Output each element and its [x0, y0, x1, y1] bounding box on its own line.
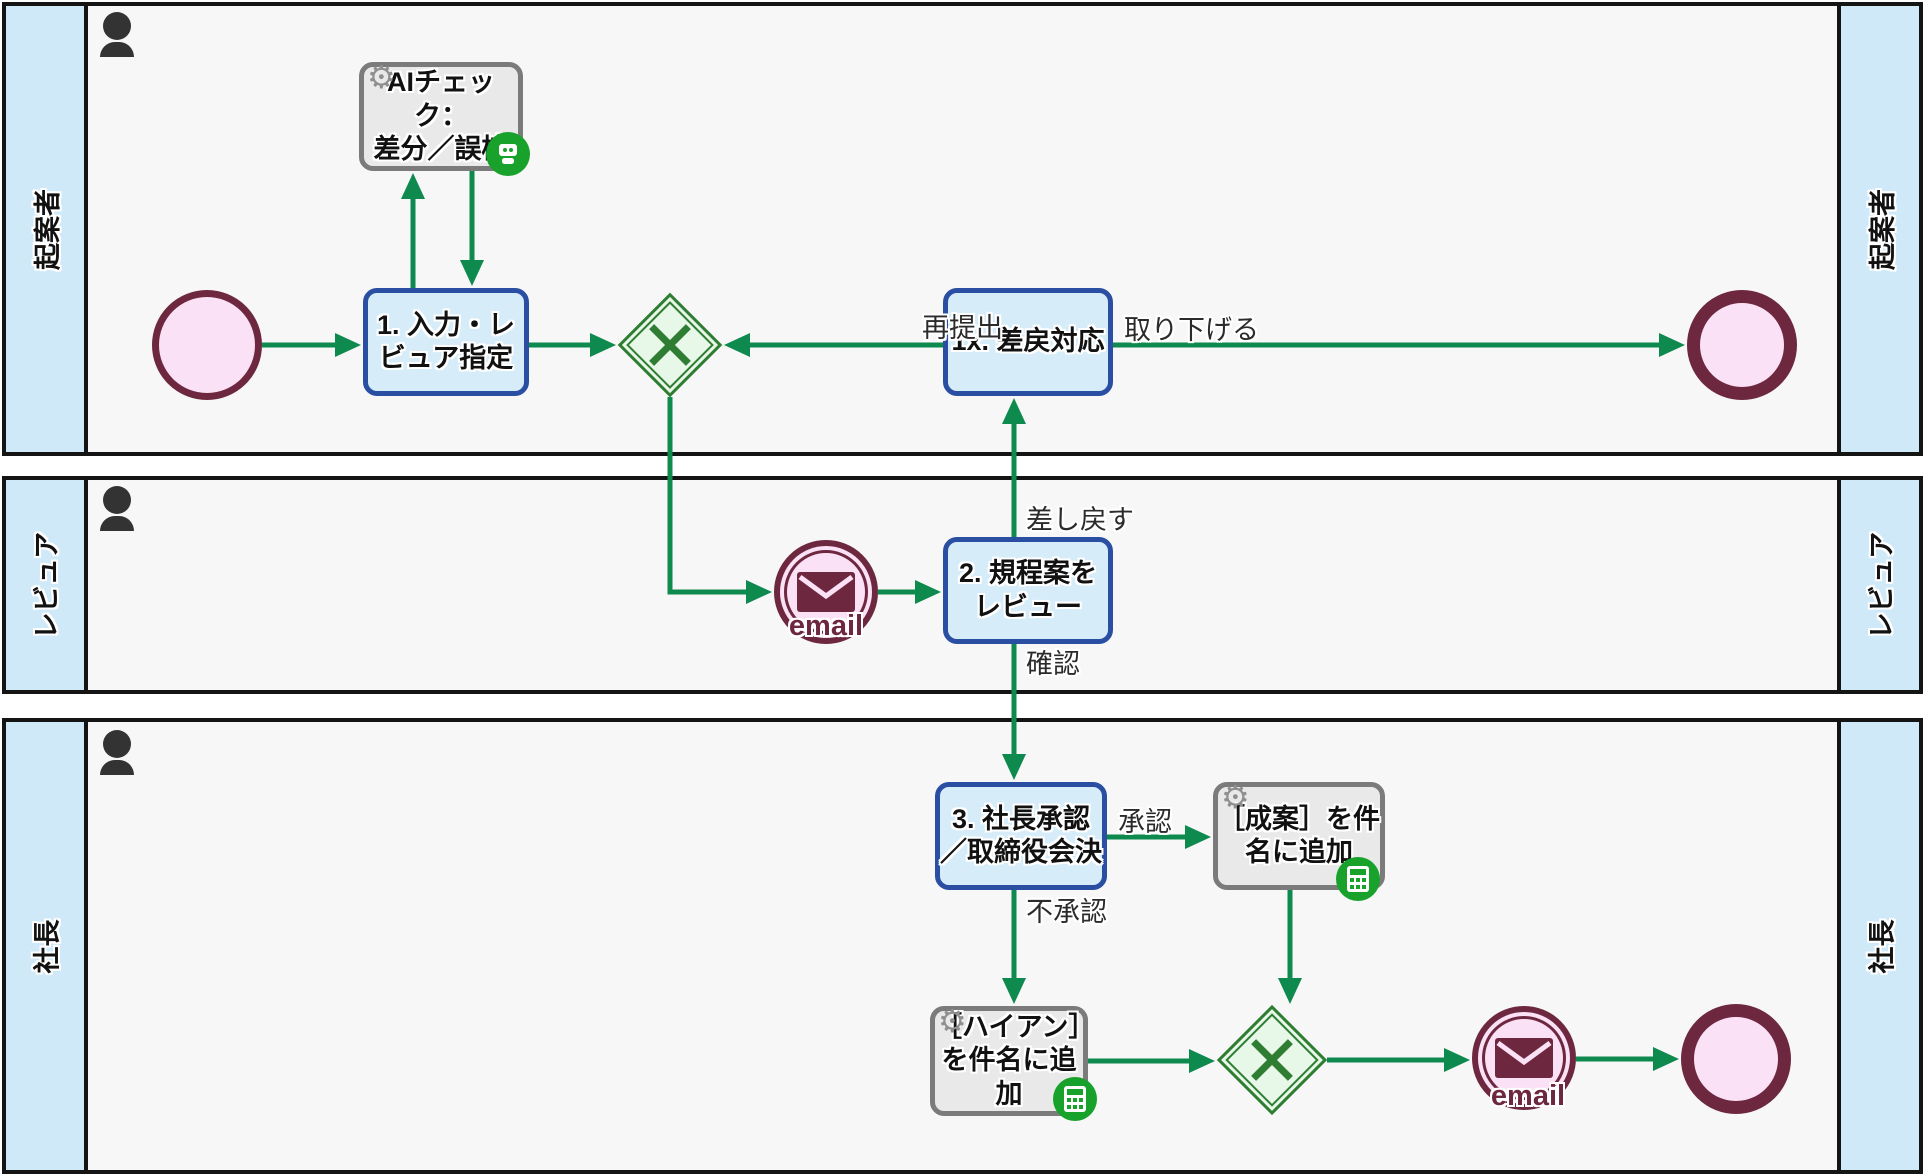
service-task-ai-check: ⚙ AIチェック： 差分／誤植	[359, 59, 530, 176]
end-event-withdraw	[1687, 290, 1797, 400]
edge-label-confirm: 確認	[1026, 649, 1080, 679]
robot-badge	[486, 132, 530, 176]
arrowhead	[590, 333, 616, 357]
edge-label-resubmit: 再提出	[922, 313, 1003, 343]
arrowhead	[335, 333, 361, 357]
task-label-line: ビュア指定	[378, 343, 514, 373]
start-event	[152, 290, 262, 400]
arrowhead	[746, 580, 772, 604]
calculator-badge	[1336, 857, 1380, 901]
email-event-label: email	[788, 610, 864, 642]
edge-label-approve: 承認	[1118, 807, 1172, 837]
end-event-final	[1681, 1004, 1791, 1114]
task-1-input-assign-reviewer: 1. 入力・レ ビュア指定	[363, 288, 529, 396]
task-2-review-draft: 2. 規程案を レビュー	[943, 537, 1113, 644]
task-label-line: ／取締役会決	[940, 837, 1102, 867]
email-message-event-2	[1472, 1006, 1576, 1110]
arrowhead	[401, 173, 425, 199]
gear-icon: ⚙	[367, 59, 396, 95]
task-3-president-approval: 3. 社長承認 ／取締役会決	[935, 782, 1107, 890]
arrowhead	[1002, 978, 1026, 1004]
task-label-line: ［ハイアン］	[935, 1011, 1096, 1042]
gear-icon: ⚙	[938, 1003, 967, 1039]
event-inner-ring	[1482, 1016, 1566, 1100]
calculator-icon	[1347, 866, 1369, 892]
lane-drafter-header-right: 起案者	[1837, 6, 1919, 452]
person-icon	[100, 486, 134, 534]
email-message-event-1	[774, 540, 878, 644]
task-label-line: を件名に追加	[941, 1045, 1077, 1109]
flow-gateway1-to-email1	[667, 397, 748, 595]
arrowhead	[1444, 1048, 1470, 1072]
service-task-add-seian-subject: ⚙ ［成案］を件 名に追加	[1213, 779, 1385, 901]
arrowhead	[1002, 754, 1026, 780]
arrowhead	[1278, 978, 1302, 1004]
task-label-line: 3. 社長承認	[951, 803, 1091, 834]
task-label-line: レビュー	[974, 591, 1082, 622]
lane-president-header-left: 社長	[6, 722, 88, 1170]
arrowhead	[1653, 1047, 1679, 1071]
task-label-line: AIチェック：	[387, 67, 495, 131]
arrowhead	[1185, 825, 1211, 849]
arrowhead	[460, 260, 484, 286]
lane-reviewer-header-left: レビュア	[6, 480, 88, 690]
email-event-label: email	[1490, 1080, 1566, 1112]
arrowhead	[915, 580, 941, 604]
edge-label-sendback: 差し戻す	[1026, 505, 1134, 535]
person-icon	[100, 12, 134, 60]
edge-label-withdraw: 取り下げる	[1124, 315, 1259, 345]
lane-drafter-header-left: 起案者	[6, 6, 88, 452]
task-1x-rework: 1x. 差戻対応	[943, 288, 1113, 396]
gear-icon: ⚙	[1221, 779, 1250, 815]
task-label-line: 名に追加	[1245, 837, 1353, 867]
task-label-line: 1. 入力・レ	[376, 309, 516, 340]
arrowhead	[1659, 333, 1685, 357]
service-task-add-haian-subject: ⚙ ［ハイアン］ を件名に追加	[930, 1003, 1097, 1121]
arrowhead	[1189, 1049, 1215, 1073]
person-icon	[100, 730, 134, 778]
lane-reviewer-header-right: レビュア	[1837, 480, 1919, 690]
calculator-badge	[1053, 1077, 1097, 1121]
edge-label-reject: 不承認	[1026, 897, 1107, 927]
robot-icon	[499, 144, 517, 164]
calculator-icon	[1064, 1086, 1086, 1112]
event-inner-ring	[784, 550, 868, 634]
task-label-line: 2. 規程案を	[958, 558, 1098, 589]
arrowhead	[1002, 398, 1026, 424]
arrowhead	[724, 333, 750, 357]
lane-president-header-right: 社長	[1837, 722, 1919, 1170]
task-label-line: ［成案］を件	[1218, 803, 1380, 834]
task-label-line: 1x. 差戻対応	[951, 326, 1105, 357]
